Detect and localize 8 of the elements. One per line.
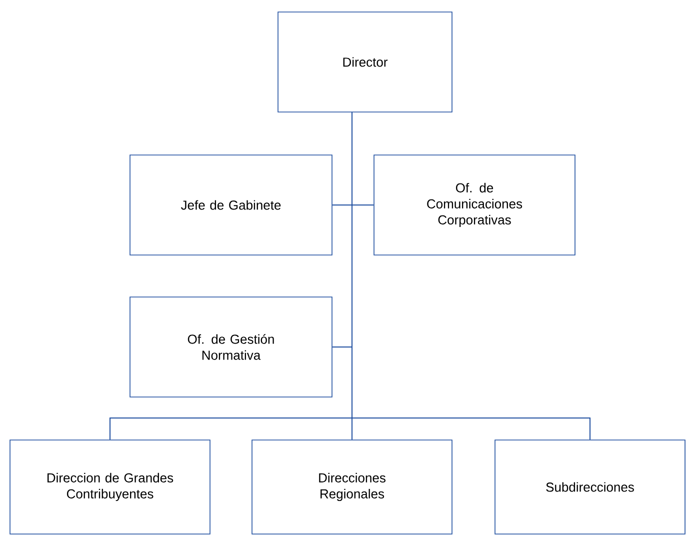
org-box: Of. de Gestión Normativa	[130, 296, 332, 398]
org-box: Of. de Comunicaciones Corporativas	[374, 154, 576, 256]
org-box: Subdirecciones	[494, 440, 686, 534]
connector-line	[352, 112, 590, 440]
org-box: Direccion de Grandes Contribuyentes	[10, 440, 210, 534]
org-box: Director	[278, 12, 452, 112]
org-box: Direcciones Regionales	[252, 440, 452, 534]
org-box: Jefe de Gabinete	[130, 154, 332, 256]
